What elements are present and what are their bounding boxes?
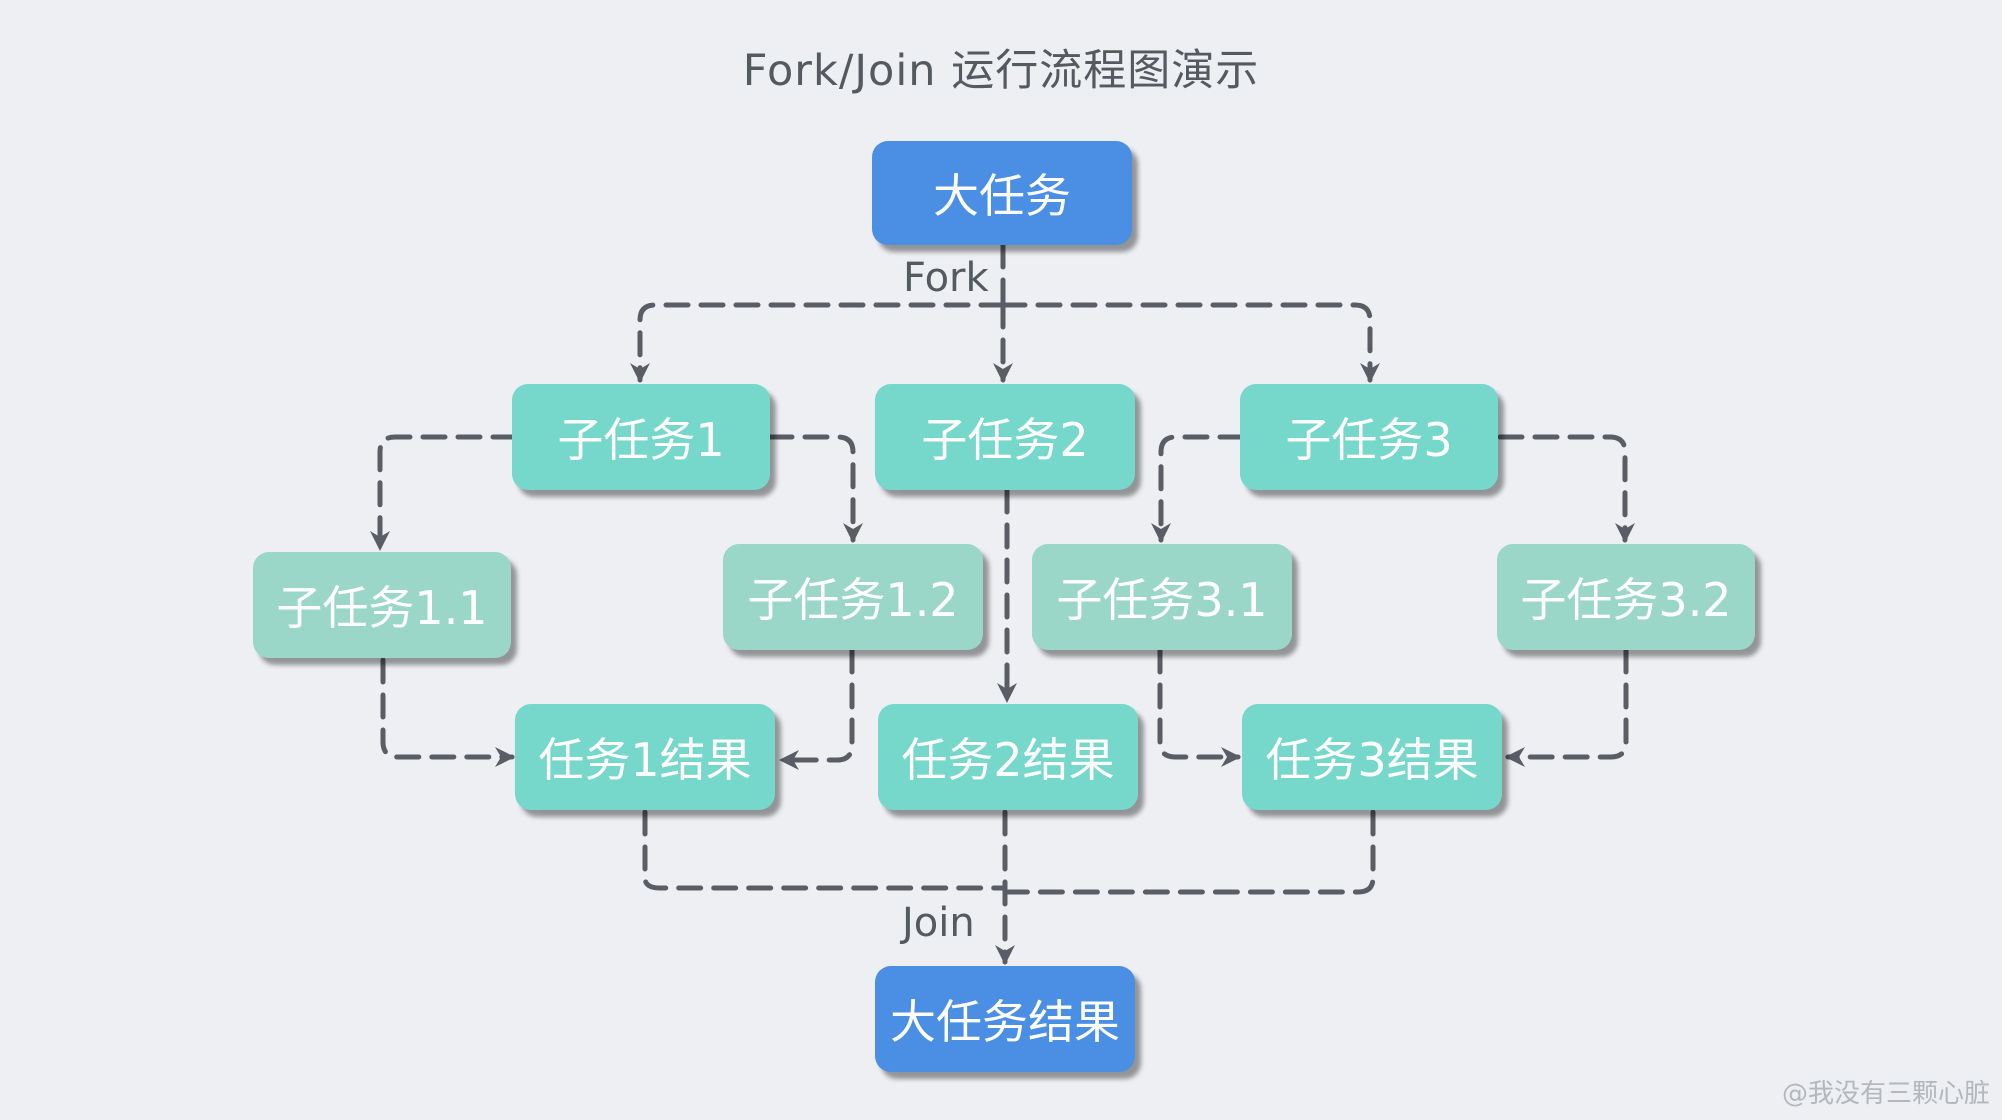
- node-subtask-2: 子任务2: [875, 384, 1135, 490]
- node-subtask-1-2: 子任务1.2: [723, 544, 983, 650]
- node-subtask-1: 子任务1: [512, 384, 770, 490]
- fork-arrow-to-subtask-3: [1000, 302, 1380, 383]
- arrow-subtask-3-to-3-2: [1497, 434, 1635, 543]
- join-label: Join: [902, 900, 975, 946]
- arrow-subtask-3-1-to-result-3: [1157, 647, 1241, 767]
- node-subtask-3-1: 子任务3.1: [1032, 544, 1292, 650]
- join-line-from-result-3: [1002, 809, 1376, 895]
- arrow-subtask-1-to-1-1: [370, 434, 518, 551]
- fork-label: Fork: [903, 255, 989, 301]
- watermark: @我没有三颗心脏: [1781, 1079, 1990, 1109]
- arrow-subtask-3-2-to-result-3: [1505, 647, 1629, 767]
- node-big-result: 大任务结果: [875, 966, 1135, 1072]
- node-result-1: 任务1结果: [515, 704, 775, 810]
- node-subtask-1-1: 子任务1.1: [253, 552, 511, 658]
- arrow-subtask-1-2-to-result-1: [779, 647, 855, 770]
- arrow-subtask-1-1-to-result-1: [380, 657, 515, 767]
- arrow-subtask-3-to-3-1: [1151, 434, 1245, 543]
- node-result-2: 任务2结果: [878, 704, 1138, 810]
- node-subtask-3-2: 子任务3.2: [1497, 544, 1755, 650]
- node-big-task: 大任务: [872, 141, 1132, 245]
- join-line-from-result-1: [642, 809, 1008, 891]
- arrow-subtask-1-to-1-2: [767, 434, 863, 543]
- diagram-title: Fork/Join 运行流程图演示: [742, 46, 1260, 96]
- node-result-3: 任务3结果: [1242, 704, 1502, 810]
- fork-arrow-to-subtask-1: [630, 302, 1006, 383]
- node-subtask-3: 子任务3: [1240, 384, 1498, 490]
